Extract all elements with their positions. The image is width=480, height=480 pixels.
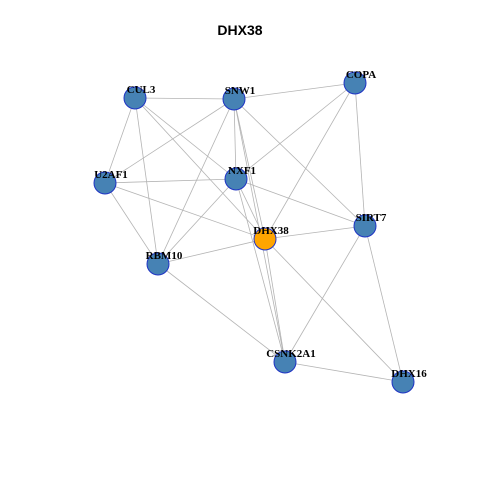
node-label-dhx38: DHX38 bbox=[253, 225, 289, 237]
edge-snw1-rbm10 bbox=[157, 98, 235, 265]
node-circle-copa[interactable] bbox=[343, 71, 367, 95]
edge-cul3-rbm10 bbox=[134, 97, 159, 265]
node-circle-dhx38[interactable] bbox=[253, 227, 277, 251]
edge-snw1-dhx38 bbox=[233, 98, 266, 240]
node-u2af1[interactable]: U2AF1 bbox=[93, 169, 128, 195]
node-cul3[interactable]: CUL3 bbox=[123, 84, 156, 110]
node-circle-u2af1[interactable] bbox=[93, 171, 117, 195]
edge-snw1-sirt7 bbox=[233, 98, 366, 227]
edge-sirt7-csnk2a1 bbox=[284, 225, 366, 363]
edge-dhx38-dhx16 bbox=[264, 238, 404, 383]
node-label-snw1: SNW1 bbox=[225, 85, 256, 97]
edge-dhx38-rbm10 bbox=[157, 238, 266, 265]
edge-csnk2a1-dhx16 bbox=[284, 361, 404, 383]
node-label-nxf1: NXF1 bbox=[228, 165, 256, 177]
edge-rbm10-csnk2a1 bbox=[157, 263, 286, 363]
node-copa[interactable]: COPA bbox=[343, 69, 376, 95]
node-layer: DHX38 CUL3 SNW1 COPA U2AF1 NXF1SIRT7RBM10CSNK… bbox=[93, 69, 427, 394]
edge-sirt7-dhx16 bbox=[364, 225, 404, 383]
node-circle-rbm10[interactable] bbox=[146, 252, 170, 276]
edge-cul3-nxf1 bbox=[134, 97, 237, 180]
node-circle-sirt7[interactable] bbox=[353, 214, 377, 238]
edge-nxf1-rbm10 bbox=[157, 178, 237, 265]
node-rbm10[interactable]: RBM10 bbox=[146, 250, 183, 276]
node-label-sirt7: SIRT7 bbox=[356, 212, 387, 224]
graph-title: DHX38 bbox=[217, 22, 263, 38]
node-circle-csnk2a1[interactable] bbox=[273, 350, 297, 374]
node-label-cul3: CUL3 bbox=[127, 84, 156, 96]
edge-dhx38-sirt7 bbox=[264, 225, 366, 240]
edge-snw1-u2af1 bbox=[104, 98, 235, 184]
edge-layer bbox=[104, 82, 404, 383]
node-circle-snw1[interactable] bbox=[222, 87, 246, 111]
node-label-u2af1: U2AF1 bbox=[94, 169, 128, 181]
edge-u2af1-nxf1 bbox=[104, 178, 237, 184]
node-nxf1[interactable]: NXF1 bbox=[224, 165, 256, 191]
edge-snw1-nxf1 bbox=[233, 98, 237, 180]
node-label-rbm10: RBM10 bbox=[146, 250, 183, 262]
edge-nxf1-csnk2a1 bbox=[235, 178, 286, 363]
edge-snw1-copa bbox=[233, 82, 356, 100]
node-label-copa: COPA bbox=[346, 69, 376, 81]
node-circle-cul3[interactable] bbox=[123, 86, 147, 110]
node-csnk2a1[interactable]: CSNK2A1 bbox=[266, 348, 316, 374]
node-dhx38[interactable]: DHX38 bbox=[253, 225, 289, 251]
node-label-csnk2a1: CSNK2A1 bbox=[266, 348, 316, 360]
edge-cul3-u2af1 bbox=[104, 97, 136, 184]
node-circle-nxf1[interactable] bbox=[224, 167, 248, 191]
node-circle-dhx16[interactable] bbox=[391, 370, 415, 394]
edge-copa-sirt7 bbox=[354, 82, 366, 227]
node-snw1[interactable]: SNW1 bbox=[222, 85, 256, 111]
edge-dhx38-csnk2a1 bbox=[264, 238, 286, 363]
node-dhx16[interactable]: DHX16 bbox=[391, 368, 427, 394]
edge-u2af1-dhx38 bbox=[104, 182, 266, 240]
edge-cul3-dhx38 bbox=[134, 97, 266, 240]
edge-cul3-snw1 bbox=[134, 97, 235, 100]
edge-copa-dhx38 bbox=[264, 82, 356, 240]
node-label-dhx16: DHX16 bbox=[391, 368, 427, 380]
edge-copa-nxf1 bbox=[235, 82, 356, 180]
node-sirt7[interactable]: SIRT7 bbox=[353, 212, 387, 238]
edge-u2af1-rbm10 bbox=[104, 182, 159, 265]
edge-nxf1-sirt7 bbox=[235, 178, 366, 227]
